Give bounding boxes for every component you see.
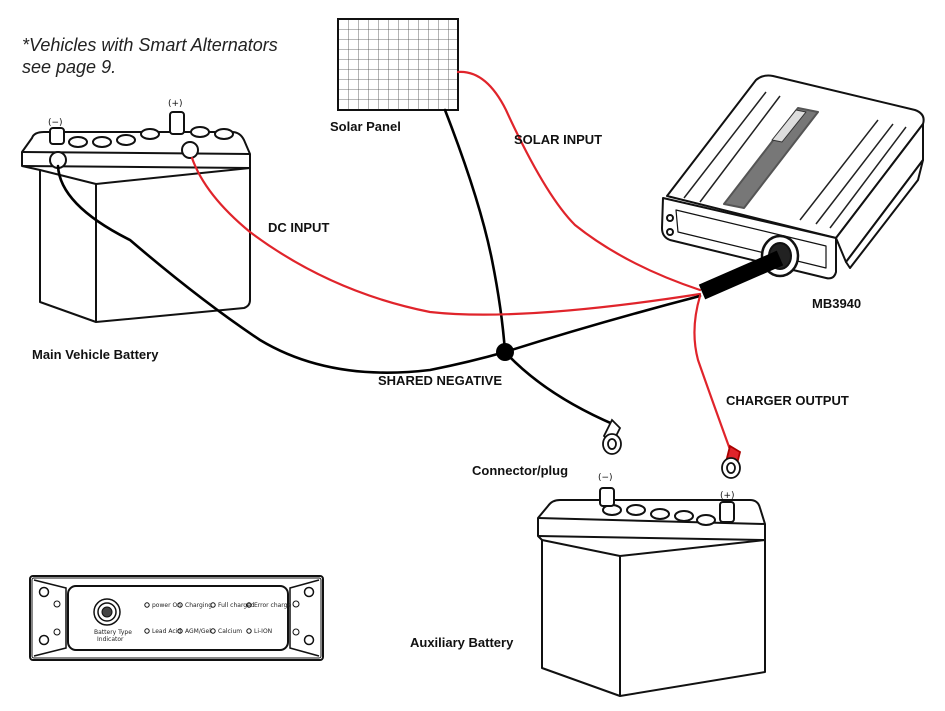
indicator-label: Calcium	[218, 628, 242, 635]
indicator-label: Error charge	[254, 602, 291, 609]
solar-negative-wire	[443, 108, 507, 354]
dc-input-positive-wire	[190, 156, 702, 316]
solar-panel-icon	[337, 18, 459, 111]
auxiliary-battery-label: Auxiliary Battery	[410, 635, 514, 650]
indicator-leds	[144, 602, 252, 634]
battery-type-button[interactable]	[93, 598, 121, 626]
dc-input-label: DC INPUT	[268, 220, 330, 235]
indicator-label: power On	[152, 602, 181, 609]
charger-output-label: CHARGER OUTPUT	[726, 393, 849, 408]
ring-terminal-icon	[721, 444, 742, 479]
indicator-label: Li-ION	[254, 628, 272, 635]
main-battery-label: Main Vehicle Battery	[32, 347, 159, 362]
indicator-label: AGM/Gel	[185, 628, 211, 635]
ring-terminal-icon	[602, 418, 622, 455]
note-line-1: *Vehicles with Smart Alternators	[22, 35, 278, 55]
solar-panel-label: Solar Panel	[330, 119, 401, 134]
note-line-2: see page 9.	[22, 57, 117, 77]
charger-unit-icon	[661, 74, 925, 280]
shared-negative-to-connector	[503, 350, 617, 427]
solar-input-label: SOLAR INPUT	[514, 132, 603, 147]
indicator-label: Lead Acid	[152, 628, 181, 635]
connector-plug-label: Connector/plug	[472, 463, 569, 478]
main-negative-wire	[56, 164, 507, 374]
wiring	[56, 70, 784, 457]
main-battery-negative-label: (−)	[48, 118, 63, 128]
indicator-label: Full charged	[218, 602, 255, 609]
solar-positive-wire	[456, 70, 702, 292]
button-caption-1: Battery Type	[94, 629, 132, 636]
smart-alternator-note: *Vehicles with Smart Alternators see pag…	[22, 34, 278, 78]
charger-front-panel	[29, 575, 324, 661]
charger-output-wire	[693, 294, 734, 457]
aux-battery-positive-label: (+)	[720, 491, 735, 501]
auxiliary-battery-icon	[537, 487, 766, 697]
shared-negative-label: SHARED NEGATIVE	[378, 373, 502, 388]
aux-battery-negative-label: (−)	[598, 473, 613, 483]
main-battery-positive-label: (+)	[168, 99, 183, 109]
shared-negative-junction	[496, 343, 514, 361]
indicator-label: Charging	[185, 602, 212, 609]
device-model-label: MB3940	[812, 296, 862, 311]
button-caption-2: Indicator	[97, 636, 124, 643]
shared-negative-to-charger	[503, 294, 702, 354]
main-battery-icon	[21, 111, 251, 323]
cable-sleeve	[698, 250, 784, 300]
